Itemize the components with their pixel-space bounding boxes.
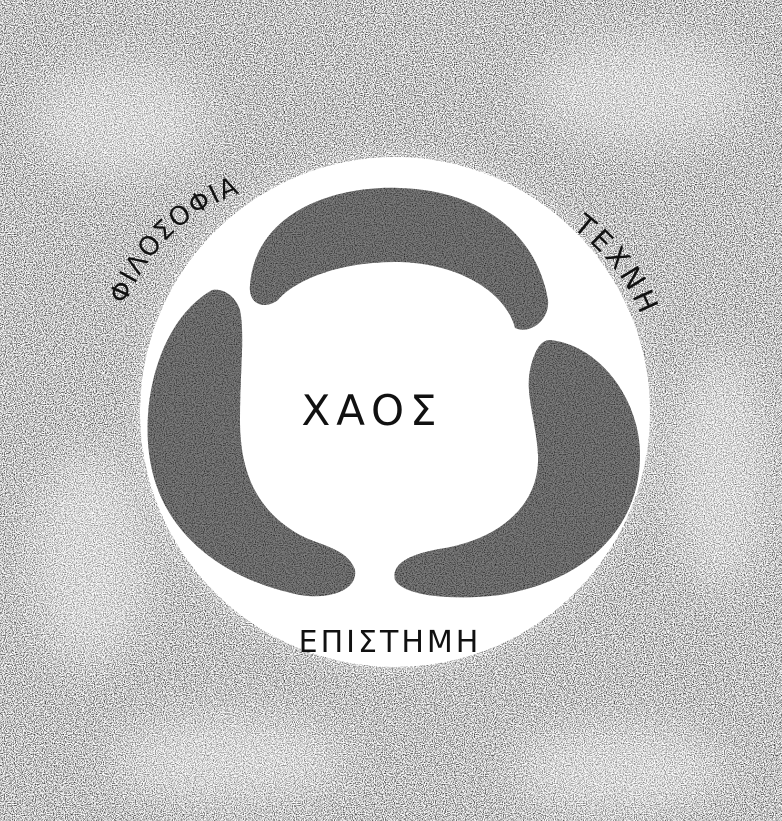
label-episteme: ΕΠΙΣΤΗΜΗ [299, 625, 482, 660]
center-label: ΧΑΟΣ [301, 386, 442, 435]
